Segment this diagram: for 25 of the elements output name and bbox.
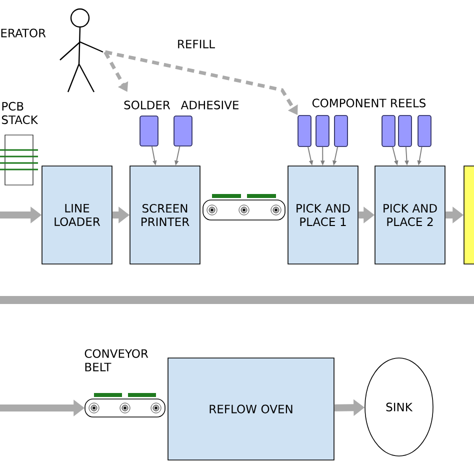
- process-box: PICK AND PLACE 1: [288, 166, 358, 264]
- component-reel: [298, 115, 312, 147]
- conveyor-belt: [202, 194, 286, 220]
- component-reel: [418, 115, 432, 147]
- caption-label: ADHESIVE: [180, 100, 238, 110]
- caption-label: PCB STACK: [2, 102, 38, 124]
- conveyor-belt: [84, 393, 166, 418]
- caption-label: CONVEYOR BELT: [84, 349, 148, 372]
- component-reel: [316, 115, 330, 147]
- cartridge: [140, 116, 158, 146]
- pcb-stack: [0, 134, 38, 186]
- caption-label: ERATOR: [1, 28, 46, 38]
- person-drawing: [59, 8, 104, 93]
- process-box: LINE LOADER: [42, 166, 112, 264]
- group-label: COMPONENT REELS: [312, 98, 426, 108]
- component-reel: [398, 115, 412, 147]
- process-box: SCREEN PRINTER: [130, 166, 200, 264]
- machine-box: [464, 166, 474, 264]
- component-reel: [382, 115, 396, 147]
- component-reel: [334, 115, 348, 147]
- process-box: PICK AND PLACE 2: [374, 166, 446, 264]
- caption-label: SOLDER: [124, 100, 170, 110]
- cartridge: [174, 116, 192, 146]
- edge-label: REFILL: [176, 38, 216, 50]
- process-box: REFLOW OVEN: [168, 358, 334, 460]
